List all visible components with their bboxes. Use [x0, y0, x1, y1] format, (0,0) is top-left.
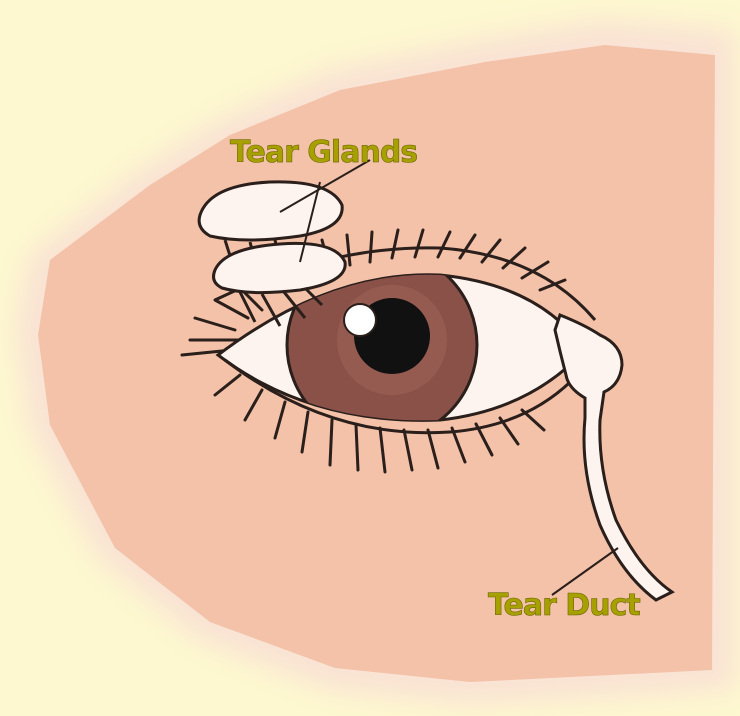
tear-glands-label: Tear Glands	[230, 135, 417, 170]
eye-highlight	[344, 304, 376, 336]
tear-duct-label: Tear Duct	[488, 588, 640, 623]
